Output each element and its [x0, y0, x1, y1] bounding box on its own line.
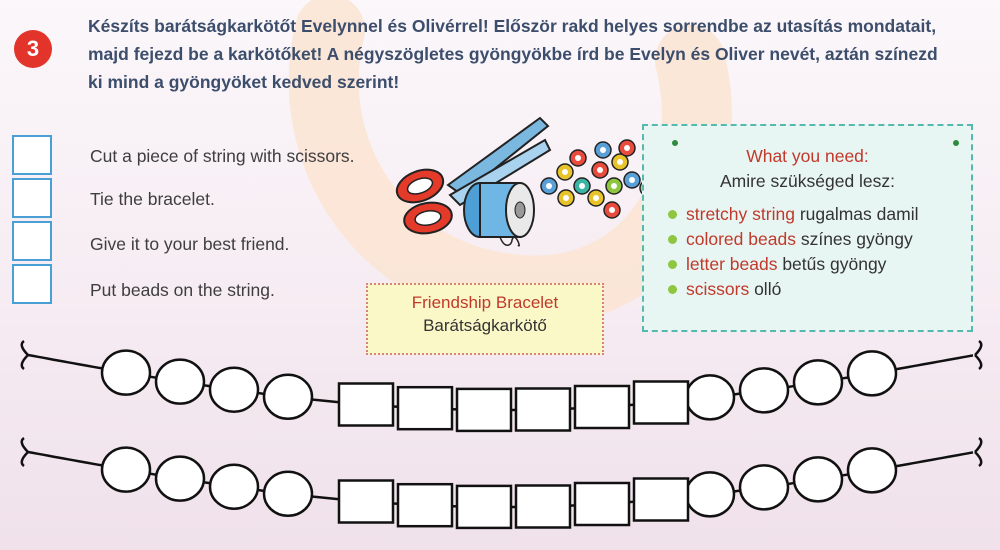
round-bead[interactable]	[100, 446, 152, 493]
bracelet-2	[20, 436, 983, 530]
needs-item: colored beads színes gyöngy	[668, 227, 971, 252]
task-text: Tie the bracelet.	[90, 189, 215, 209]
bracelet-label-translation: Barátságkarkötő	[423, 316, 547, 335]
letter-bead[interactable]	[396, 482, 454, 528]
round-bead[interactable]	[154, 358, 206, 405]
letter-bead[interactable]	[455, 387, 513, 433]
needs-item-hungarian: olló	[754, 279, 782, 299]
letter-bead[interactable]	[396, 385, 454, 431]
needs-item-hungarian: betűs gyöngy	[782, 254, 887, 274]
letter-bead[interactable]	[337, 382, 395, 427]
needs-item-hungarian: színes gyöngy	[800, 229, 913, 249]
round-bead[interactable]	[738, 464, 790, 511]
letter-bead[interactable]	[455, 484, 513, 530]
bracelet-clasp	[974, 339, 983, 371]
needs-subtitle: Amire szükséged lesz:	[719, 171, 896, 191]
letter-bead[interactable]	[514, 387, 572, 432]
task-text: Give it to your best friend.	[90, 234, 290, 254]
letter-bead[interactable]	[573, 481, 631, 527]
needs-item: letter beads betűs gyöngy	[668, 252, 971, 277]
bullet-icon	[668, 235, 677, 244]
bracelet-clasp	[20, 339, 29, 371]
bracelet-clasp	[974, 436, 983, 468]
round-bead[interactable]	[154, 455, 206, 502]
needs-list: stretchy string rugalmas damil colored b…	[644, 202, 971, 302]
round-bead[interactable]	[684, 374, 736, 421]
bracelet-label-title: Friendship Bracelet	[411, 293, 559, 312]
task-text: Cut a piece of string with scissors.	[90, 146, 355, 166]
round-bead[interactable]	[846, 350, 898, 397]
bracelet-label-card: Friendship Bracelet Barátságkarkötő	[366, 283, 604, 355]
needs-item-english: colored beads	[686, 229, 796, 249]
needs-item-english: letter beads	[686, 254, 778, 274]
round-bead[interactable]	[262, 470, 314, 518]
round-bead[interactable]	[208, 366, 260, 413]
round-bead[interactable]	[208, 463, 260, 510]
round-bead[interactable]	[262, 373, 314, 421]
needs-item-hungarian: rugalmas damil	[799, 204, 919, 224]
bracelet-clasp	[20, 436, 29, 468]
order-box-2[interactable]	[12, 178, 52, 218]
beads-icon	[540, 139, 657, 219]
order-box-1[interactable]	[12, 135, 52, 175]
round-bead[interactable]	[100, 349, 152, 396]
exercise-number-badge: 3	[14, 30, 52, 68]
order-box-4[interactable]	[12, 264, 52, 304]
bracelet-1	[20, 339, 983, 433]
bullet-icon	[668, 260, 677, 269]
letter-bead[interactable]	[632, 477, 690, 522]
letter-bead[interactable]	[632, 380, 690, 425]
what-you-need-card: What you need: Amire szükséged lesz: str…	[642, 124, 973, 332]
corner-dot	[672, 140, 678, 146]
round-bead[interactable]	[792, 359, 844, 406]
letter-bead[interactable]	[573, 384, 631, 430]
needs-item-english: scissors	[686, 279, 750, 299]
order-box-3[interactable]	[12, 221, 52, 261]
needs-item: scissors olló	[668, 277, 971, 302]
needs-title: What you need:	[746, 146, 869, 166]
needs-item: stretchy string rugalmas damil	[668, 202, 971, 227]
bullet-icon	[668, 210, 677, 219]
round-bead[interactable]	[792, 456, 844, 503]
needs-item-english: stretchy string	[686, 204, 795, 224]
round-bead[interactable]	[738, 367, 790, 414]
corner-dot	[953, 140, 959, 146]
letter-bead[interactable]	[514, 484, 572, 529]
round-bead[interactable]	[846, 447, 898, 494]
bullet-icon	[668, 285, 677, 294]
letter-bead[interactable]	[337, 479, 395, 524]
thread-spool-icon	[463, 182, 535, 247]
instruction-text: Készíts barátságkarkötőt Evelynnel és Ol…	[88, 16, 938, 92]
task-text: Put beads on the string.	[90, 280, 275, 300]
round-bead[interactable]	[684, 471, 736, 518]
